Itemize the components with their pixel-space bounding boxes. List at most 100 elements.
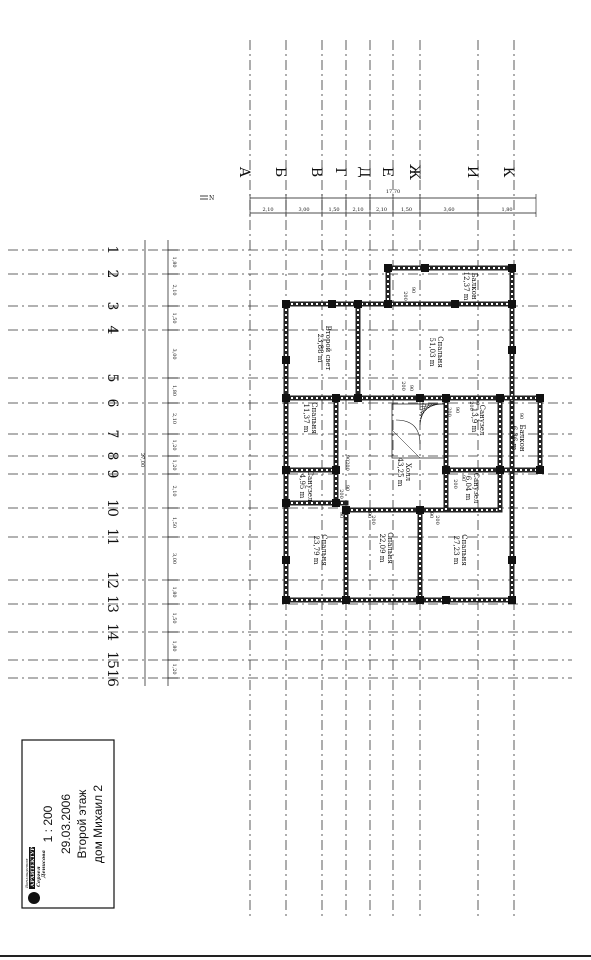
- stair-outline: [391, 403, 445, 459]
- title-date: 29.03.2006: [59, 794, 73, 854]
- wall-joint: [508, 264, 516, 272]
- logo-line-4: Денисова: [41, 850, 47, 879]
- room-name: Спальня: [386, 532, 394, 564]
- north-label: N: [209, 195, 214, 202]
- dim-segment-numbers: 2,10: [171, 485, 177, 496]
- dim-segment-numbers: 2,10: [171, 284, 177, 295]
- wall-joint: [332, 394, 340, 402]
- door-mark: 90: [366, 512, 372, 518]
- dim-segment-numbers: 1,20: [171, 439, 177, 450]
- room-area: 23,79 m: [312, 536, 320, 565]
- dim-segment-numbers: 1,20: [171, 663, 177, 674]
- axis-number-label: 15: [104, 651, 120, 669]
- stair-step: [419, 403, 433, 417]
- room-name: Санузел: [478, 405, 486, 436]
- wall-joint: [442, 394, 450, 402]
- dim-segment-letters: 2,10: [262, 207, 273, 213]
- staircase: [391, 403, 445, 459]
- wall-joint: [328, 300, 336, 308]
- dim-segment-numbers: 1,20: [171, 459, 177, 470]
- door-mark: 200: [468, 401, 474, 411]
- axis-letter-label: Е: [379, 167, 395, 177]
- door-mark: 90: [474, 399, 480, 405]
- door-mark: 200: [344, 461, 350, 471]
- title-block: дом Михаил 2 Второй этаж 29.03.2006 1 : …: [21, 739, 115, 909]
- dim-segment-numbers: 3,00: [171, 348, 177, 359]
- wall-joint: [282, 300, 290, 308]
- walls: [282, 264, 544, 604]
- wall-joint: [451, 300, 459, 308]
- wall-joint: [384, 300, 392, 308]
- axis-letter-label: А: [236, 167, 252, 178]
- dim-segment-numbers: 1,50: [171, 517, 177, 528]
- axis-letter-label: В: [308, 167, 324, 177]
- room-area: 43,25 m: [396, 458, 404, 487]
- dim-segment-letters: 1,80: [501, 207, 512, 213]
- wall-joint: [354, 300, 362, 308]
- axis-number-label: 5: [104, 374, 120, 383]
- wall-joint: [508, 346, 516, 354]
- axis-letter-label: Г: [332, 167, 348, 176]
- axis-number-label: 1: [104, 246, 120, 255]
- wall-joint: [282, 466, 290, 474]
- wall-joint: [384, 264, 392, 272]
- title-line-1: дом Михаил 2: [91, 785, 105, 864]
- door-mark: 200: [342, 515, 348, 525]
- room-area: 23,88 m: [316, 334, 324, 363]
- door-mark: 90: [344, 455, 350, 461]
- axis-number-label: 13: [104, 595, 120, 613]
- wall-joint: [332, 466, 340, 474]
- logo-line-2: АРХИТЕКТУРА: [30, 842, 36, 887]
- room-area: 11,37 m: [302, 404, 310, 433]
- stair-step: [419, 403, 430, 420]
- wall-joint: [416, 394, 424, 402]
- dim-segment-numbers: 1,80: [171, 586, 177, 597]
- dim-segment-numbers: 1,80: [171, 385, 177, 396]
- wall-joint: [282, 356, 290, 364]
- dim-segment-letters: 1,50: [328, 207, 339, 213]
- stair-arc: [395, 419, 421, 445]
- logo-line-3: Сергея: [36, 866, 42, 887]
- door-mark: 90: [454, 407, 460, 413]
- dim-segment-numbers: 1,50: [171, 312, 177, 323]
- axis-letter-label: К: [500, 167, 516, 178]
- room-name: Санузел: [472, 473, 480, 504]
- room-area: 13,9 m: [470, 408, 478, 433]
- wall-joint: [442, 466, 450, 474]
- axis-letter-label: Ж: [406, 164, 422, 180]
- room-name: Спальня: [436, 336, 444, 368]
- stair-step: [419, 403, 424, 426]
- wall-joint: [282, 499, 290, 507]
- axis-number-label: 8: [104, 452, 120, 461]
- room-name: Балкон: [518, 424, 526, 451]
- wall-joint: [416, 596, 424, 604]
- door-mark: 90: [428, 512, 434, 518]
- wall-joint: [508, 556, 516, 564]
- door-mark: 200: [452, 479, 458, 489]
- wall-joint: [496, 394, 504, 402]
- room-name: Холл: [404, 463, 412, 482]
- wall-joint: [342, 506, 350, 514]
- room-area: 6,04 m: [464, 476, 472, 501]
- room-name: Спальня: [460, 534, 468, 566]
- wall-joint: [282, 394, 290, 402]
- room-name: Балкон: [470, 272, 478, 299]
- axis-number-label: 12: [104, 571, 120, 589]
- dim-segment-numbers: 1,80: [171, 256, 177, 267]
- door-mark: 90: [338, 512, 344, 518]
- dim-segment-numbers: 1,50: [171, 612, 177, 623]
- door-mark: 200: [370, 515, 376, 525]
- dim-segment-letters: 3,00: [298, 207, 309, 213]
- axis-number-label: 6: [104, 399, 120, 408]
- title-line-2: Второй этаж: [75, 790, 89, 859]
- dim-total-numbers: 27,00: [139, 453, 145, 467]
- room-area: 4,95 m: [298, 474, 306, 499]
- door-mark: 200: [402, 291, 408, 301]
- door-mark: 90: [408, 385, 414, 391]
- room-area: 27,23 m: [452, 536, 460, 565]
- axis-number-label: 10: [104, 499, 120, 517]
